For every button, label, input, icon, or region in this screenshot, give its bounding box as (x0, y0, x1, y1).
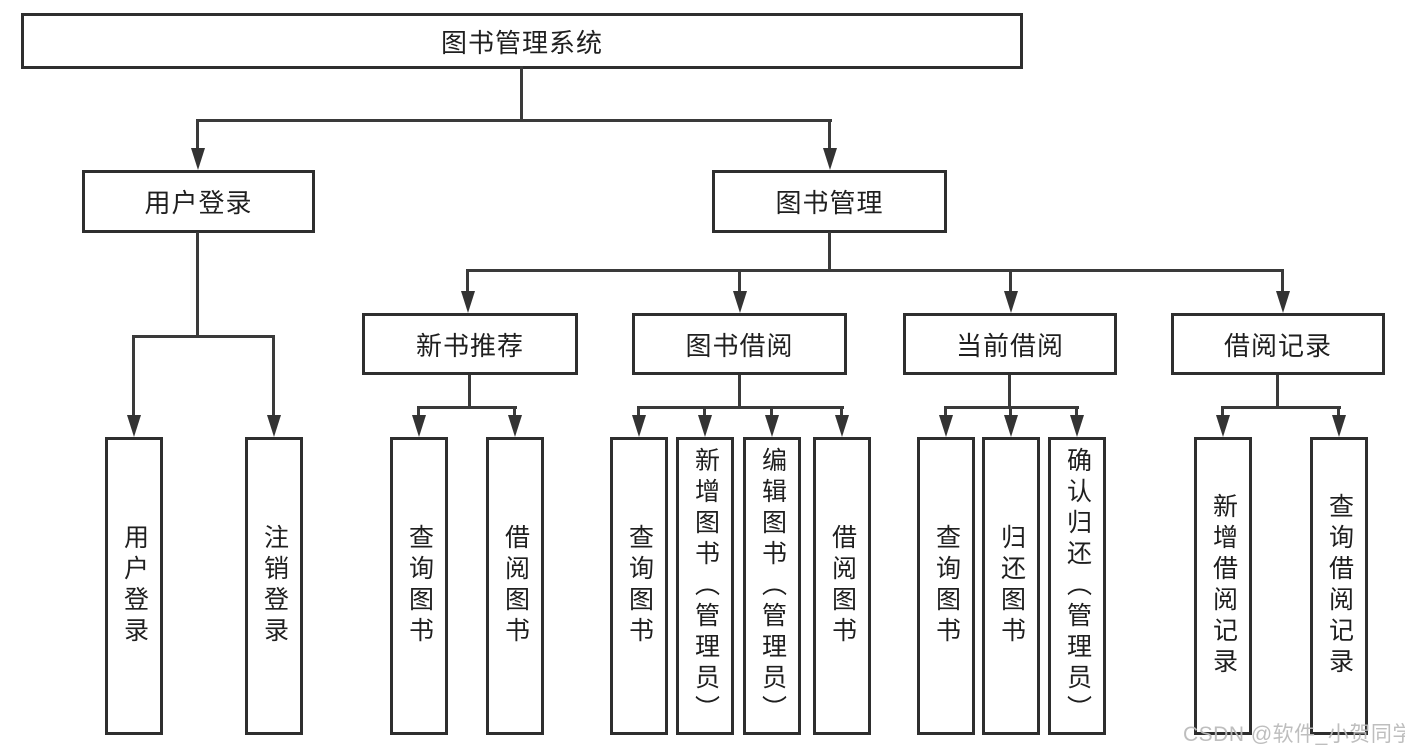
leaf-query-books-current: 查询图书 (917, 437, 975, 735)
node-book-borrow-label: 图书借阅 (685, 330, 794, 361)
leaf-borrow-books-recommend-label: 借阅图书 (501, 524, 530, 648)
connector-line (770, 406, 773, 419)
connector-line (1008, 375, 1011, 409)
connector-line (196, 119, 199, 154)
leaf-add-book-admin-label: 新增图书（管理员） (691, 446, 720, 726)
leaf-query-books-current-label: 查询图书 (932, 524, 961, 648)
connector-line (1221, 406, 1341, 409)
connector-line (466, 269, 1284, 272)
leaf-confirm-return-admin: 确认归还（管理员） (1048, 437, 1106, 735)
leaf-add-borrow-record: 新增借阅记录 (1194, 437, 1252, 735)
node-book-management: 图书管理 (712, 170, 947, 233)
arrow-down-icon (1276, 291, 1290, 313)
connector-line (840, 406, 843, 419)
leaf-query-borrow-record-label: 查询借阅记录 (1325, 493, 1354, 679)
arrow-down-icon (412, 415, 426, 437)
leaf-query-books-borrow-label: 查询图书 (625, 524, 654, 648)
node-borrow-records: 借阅记录 (1171, 313, 1385, 375)
csdn-watermark: CSDN @软件_小贺同学 (1183, 723, 1405, 746)
connector-line (738, 375, 741, 409)
arrow-down-icon (1332, 415, 1346, 437)
connector-line (1009, 406, 1012, 419)
leaf-edit-book-admin: 编辑图书（管理员） (743, 437, 801, 735)
connector-line (1009, 269, 1012, 294)
connector-line (1337, 406, 1340, 419)
connector-line (513, 406, 516, 419)
connector-line (272, 335, 275, 417)
connector-line (738, 269, 741, 294)
connector-line (703, 406, 706, 419)
leaf-return-books-label: 归还图书 (997, 524, 1026, 648)
connector-line (828, 119, 831, 154)
node-book-borrow: 图书借阅 (632, 313, 847, 375)
connector-line (417, 406, 517, 409)
arrow-down-icon (1004, 291, 1018, 313)
connector-line (637, 406, 844, 409)
arrow-down-icon (632, 415, 646, 437)
node-book-management-label: 图书管理 (775, 188, 884, 218)
leaf-borrow-books-label: 借阅图书 (828, 524, 857, 648)
leaf-return-books: 归还图书 (982, 437, 1040, 735)
arrow-down-icon (765, 415, 779, 437)
arrow-down-icon (939, 415, 953, 437)
node-user-login-label: 用户登录 (144, 188, 253, 218)
node-new-book-recommend-label: 新书推荐 (415, 330, 524, 361)
leaf-borrow-books: 借阅图书 (813, 437, 871, 735)
root-node-label: 图书管理系统 (440, 27, 603, 58)
node-new-book-recommend: 新书推荐 (362, 313, 578, 375)
arrow-down-icon (733, 291, 747, 313)
leaf-user-login-label: 用户登录 (120, 524, 149, 648)
leaf-query-books-recommend-label: 查询图书 (405, 524, 434, 648)
arrow-down-icon (267, 415, 281, 437)
connector-line (828, 232, 831, 272)
leaf-query-borrow-record: 查询借阅记录 (1310, 437, 1368, 735)
connector-line (417, 406, 420, 419)
leaf-add-borrow-record-label: 新增借阅记录 (1209, 493, 1238, 679)
node-user-login: 用户登录 (82, 170, 315, 233)
leaf-add-book-admin: 新增图书（管理员） (676, 437, 734, 735)
root-node-library-system: 图书管理系统 (21, 13, 1023, 69)
leaf-borrow-books-recommend: 借阅图书 (486, 437, 544, 735)
arrow-down-icon (823, 148, 837, 170)
connector-line (1075, 406, 1078, 419)
connector-line (637, 406, 640, 419)
node-current-borrow-label: 当前借阅 (955, 330, 1064, 361)
leaf-edit-book-admin-label: 编辑图书（管理员） (758, 446, 787, 726)
connector-line (468, 375, 471, 409)
connector-line (132, 335, 275, 338)
connector-line (196, 232, 199, 338)
node-current-borrow: 当前借阅 (903, 313, 1117, 375)
connector-line (196, 119, 832, 122)
leaf-query-books-recommend: 查询图书 (390, 437, 448, 735)
leaf-logout-login-label: 注销登录 (260, 524, 289, 648)
arrow-down-icon (835, 415, 849, 437)
leaf-confirm-return-admin-label: 确认归还（管理员） (1063, 446, 1092, 726)
connector-line (1276, 375, 1279, 409)
leaf-query-books-borrow: 查询图书 (610, 437, 668, 735)
connector-line (944, 406, 947, 419)
leaf-logout-login: 注销登录 (245, 437, 303, 735)
arrow-down-icon (698, 415, 712, 437)
node-borrow-records-label: 借阅记录 (1223, 330, 1332, 361)
arrow-down-icon (1216, 415, 1230, 437)
connector-line (466, 269, 469, 294)
connector-line (1281, 269, 1284, 294)
leaf-user-login: 用户登录 (105, 437, 163, 735)
arrow-down-icon (508, 415, 522, 437)
arrow-down-icon (191, 148, 205, 170)
connector-line (132, 335, 135, 417)
arrow-down-icon (1004, 415, 1018, 437)
arrow-down-icon (1070, 415, 1084, 437)
connector-line (520, 66, 523, 121)
connector-line (1221, 406, 1224, 419)
arrow-down-icon (461, 291, 475, 313)
arrow-down-icon (127, 415, 141, 437)
